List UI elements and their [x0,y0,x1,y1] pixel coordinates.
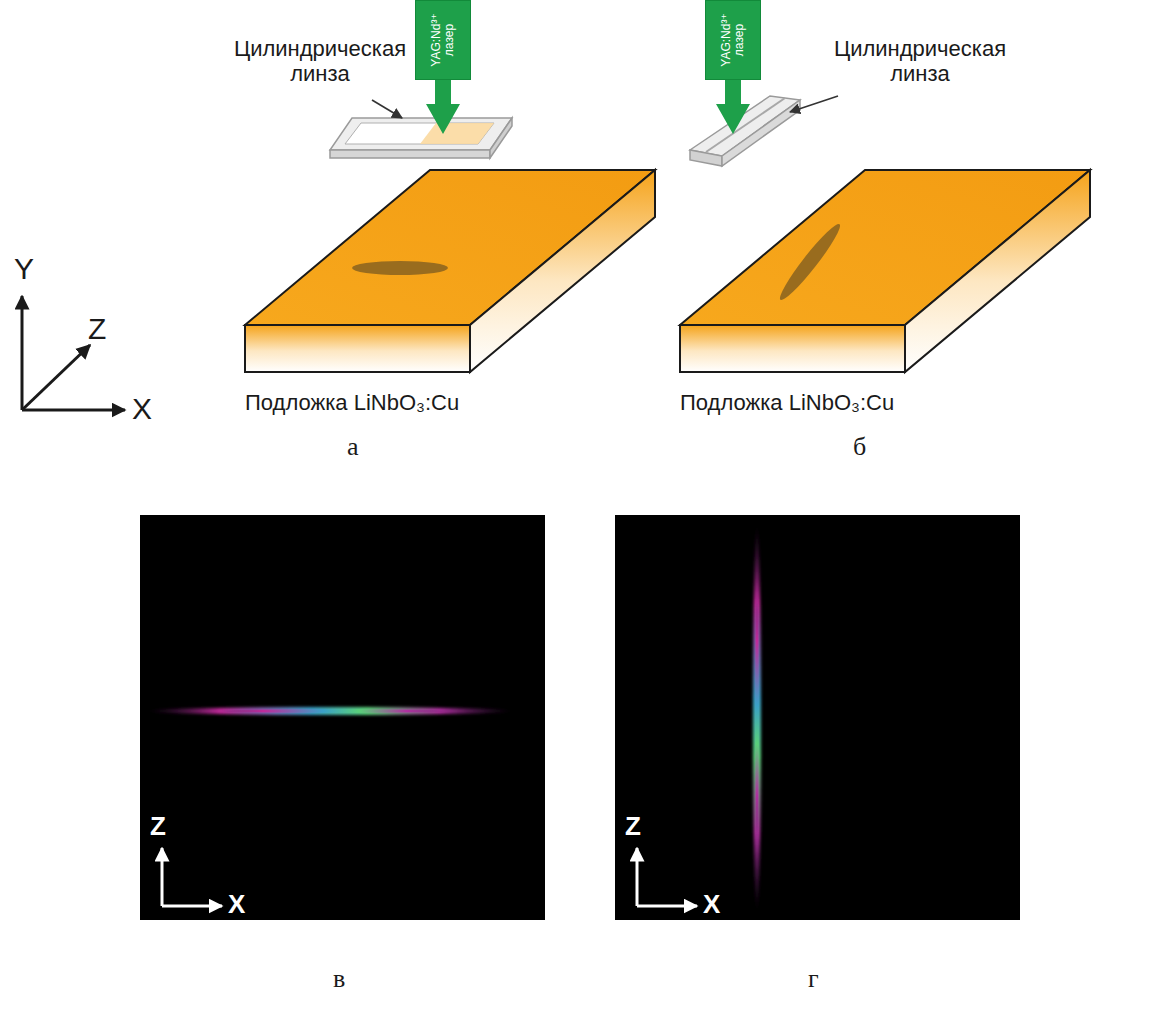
lens-label: Цилиндрическая линза [225,36,415,87]
substrate-label: Подложка LiNbO₃:Cu [245,390,459,415]
panel-letter: г [808,964,819,994]
substrate-label: Подложка LiNbO₃:Cu [680,390,894,415]
substrate [245,170,655,372]
leader-line [372,96,838,118]
panel-letter: б [853,432,866,462]
axis-label: X [703,890,720,920]
lens-label: Цилиндрическая линза [820,36,1020,87]
axis-label: Z [625,812,641,842]
axis-label: X [132,392,152,427]
axes [22,296,125,410]
laser-box: YAG:Nd³⁺ лазер [705,0,761,80]
substrate [680,170,1090,372]
laser-box: YAG:Nd³⁺ лазер [415,0,471,80]
axis-label: Z [88,312,106,347]
beam-profile-image [140,515,545,920]
axis-label: Y [14,252,34,287]
beam-profile-image [615,515,1020,920]
panel-letter: а [347,432,359,462]
panel-letter: в [333,964,345,994]
laser-label: YAG:Nd³⁺ лазер [720,2,746,78]
laser-beam [426,76,750,134]
laser-label: YAG:Nd³⁺ лазер [430,2,456,78]
axis-label: X [228,890,245,920]
axis-label: Z [150,812,166,842]
cylindrical-lens [330,118,512,158]
